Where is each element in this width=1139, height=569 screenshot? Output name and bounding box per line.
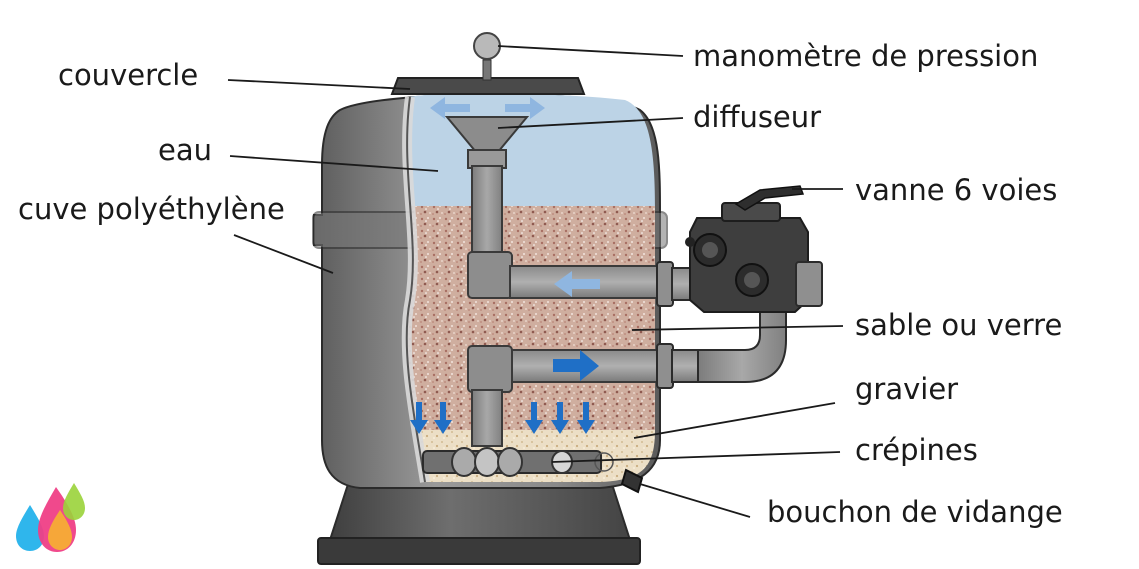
upper-connector xyxy=(656,261,674,307)
label-couvercle: couvercle xyxy=(58,58,198,92)
lid xyxy=(390,77,586,95)
return-pipe xyxy=(697,307,787,383)
leader-couvercle xyxy=(227,79,411,90)
label-manometre: manomètre de pression xyxy=(693,39,1038,73)
label-diffuseur: diffuseur xyxy=(693,100,821,134)
flow-arrows xyxy=(410,97,600,434)
lower-connector-pipe xyxy=(671,349,699,383)
arrows-down xyxy=(410,402,595,434)
brand-droplets-logo-icon xyxy=(16,483,85,552)
filter-base-foot xyxy=(317,537,641,565)
pressure-gauge-icon xyxy=(473,32,501,60)
leader-lines xyxy=(227,45,844,518)
label-bouchon: bouchon de vidange xyxy=(767,495,1063,529)
leader-crepines xyxy=(551,451,841,463)
arrow-left-top xyxy=(430,97,470,119)
strainer-hub-left xyxy=(451,447,477,477)
label-cuve: cuve polyéthylène xyxy=(18,192,285,226)
arrow-inflow xyxy=(554,271,600,297)
leader-diffuseur xyxy=(497,117,684,129)
lower-elbow xyxy=(467,345,513,393)
arrow-outflow xyxy=(553,350,599,381)
label-eau: eau xyxy=(158,133,212,167)
leader-cuve xyxy=(233,234,334,274)
leader-eau xyxy=(229,155,439,172)
upper-elbow xyxy=(467,251,513,299)
strainer-hub-center xyxy=(474,447,500,477)
label-vanne: vanne 6 voies xyxy=(855,173,1057,207)
sand-layer xyxy=(406,206,655,432)
valve-side-connector xyxy=(795,261,823,307)
leader-sable xyxy=(631,325,844,331)
leader-gravier xyxy=(633,402,836,439)
strainer-end xyxy=(594,452,614,472)
strainer-hub-right xyxy=(497,447,523,477)
leader-manometre xyxy=(497,45,684,57)
label-sable: sable ou verre xyxy=(855,308,1062,342)
lower-vertical-pipe xyxy=(471,389,503,447)
arrow-right-top xyxy=(505,97,545,119)
tank-cutaway xyxy=(406,93,655,482)
gauge-stem xyxy=(482,59,492,81)
leader-bouchon xyxy=(639,483,751,518)
label-crepines: crépines xyxy=(855,433,978,467)
six-way-valve-icon xyxy=(685,185,809,313)
drain-plug-icon xyxy=(620,468,644,494)
upper-vertical-pipe xyxy=(471,165,503,263)
label-gravier: gravier xyxy=(855,372,958,406)
lower-connector xyxy=(656,343,674,389)
